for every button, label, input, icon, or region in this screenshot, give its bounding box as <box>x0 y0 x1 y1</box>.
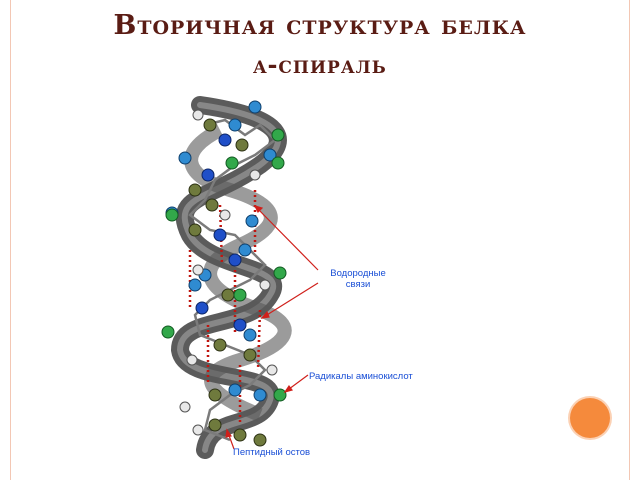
backbone-label: Пептидный остов <box>233 447 311 458</box>
slide-subtitle: α-спираль <box>253 50 387 79</box>
atoms <box>161 100 287 447</box>
radicals-label: Радикалы аминокислот <box>309 371 413 382</box>
hydrogen-bonds-label: Водородные связи <box>318 268 398 290</box>
hydrogen-bonds-label-line2: связи <box>345 279 371 290</box>
alpha-helix-figure <box>161 96 292 459</box>
slide-title: Вторичная структура белка <box>113 10 527 41</box>
hydrogen-bonds-label-line1: Водородные <box>330 268 386 279</box>
accent-dot <box>570 398 610 438</box>
slide-frame <box>10 0 630 480</box>
